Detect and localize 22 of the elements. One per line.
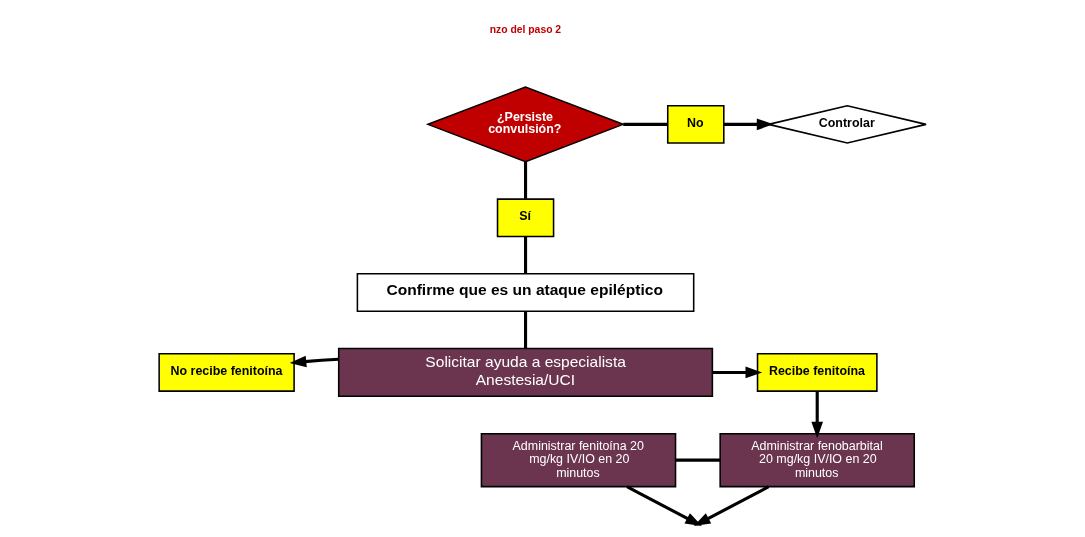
node-box: Administrar fenitoína 20 mg/kg IV/IO en 20 minutos xyxy=(480,432,677,488)
arrow xyxy=(723,118,774,131)
connector xyxy=(675,458,721,462)
arrow xyxy=(712,366,763,379)
node-box: Recibe fenitoína xyxy=(756,353,878,392)
arrow xyxy=(811,391,824,439)
label: nzo del paso 2 xyxy=(489,23,562,35)
connector xyxy=(524,161,528,199)
node-box: Administrar fenobarbital 20 mg/kg IV/IO en 20 minutos xyxy=(719,432,916,488)
node-box: Sí xyxy=(496,198,555,238)
node-box: No recibe fenitoína xyxy=(158,353,295,392)
node-diamond: ¿Persiste convulsión? xyxy=(425,86,626,163)
node-box: Confirme que es un ataque epiléptico xyxy=(356,273,695,312)
node-box: Solicitar ayuda a especialista Anestesia/UCI xyxy=(337,347,714,398)
arrow xyxy=(693,485,770,527)
connector xyxy=(524,236,528,274)
connector xyxy=(524,311,528,349)
node-box: No xyxy=(666,104,725,144)
arrow xyxy=(289,355,339,368)
arrow xyxy=(626,485,702,527)
connector xyxy=(623,122,668,126)
node-diamond: Controlar xyxy=(767,104,927,144)
